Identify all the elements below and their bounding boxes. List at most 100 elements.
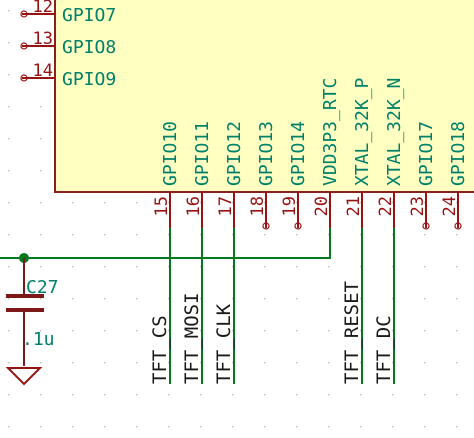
net-label[interactable]: TFT_DC [373,315,395,384]
net-label[interactable]: TFT_RESET [341,281,363,384]
pin-23-end [422,222,430,230]
grid-dot [424,234,426,236]
grid-dot [232,330,234,332]
grid-dot [40,42,42,44]
grid-dot [8,362,10,364]
pin-name: GPIO8 [62,37,116,58]
grid-dot [360,202,362,204]
grid-dot [104,234,106,236]
grid-dot [8,426,10,428]
ic-body[interactable] [54,0,474,193]
grid-dot [424,330,426,332]
grid-dot [424,394,426,396]
grid-dot [392,330,394,332]
pin-name: GPIO11 [192,121,213,186]
pin-name: XTAL_32K_N [384,78,405,186]
grid-dot [40,330,42,332]
power-wire[interactable] [0,228,331,259]
grid-dot [136,426,138,428]
grid-dot [200,234,202,236]
pin-name: GPIO12 [224,121,245,186]
grid-dot [168,266,170,268]
grid-dot [8,298,10,300]
grid-dot [8,330,10,332]
grid-dot [72,394,74,396]
grid-dot [232,234,234,236]
grid-dot [8,394,10,396]
grid-dot [360,298,362,300]
pin-number: 14 [33,61,53,81]
grid-dot [168,234,170,236]
pin-24-end [454,222,462,230]
capacitor-c27[interactable]: C27 .1u [6,258,59,366]
grid-dot [72,426,74,428]
grid-dot [104,266,106,268]
grid-dot [168,362,170,364]
grid-dot [72,330,74,332]
grid-dot [8,138,10,140]
grid-dot [72,362,74,364]
grid-dot [296,394,298,396]
grid-dot [200,362,202,364]
grid-dot [8,170,10,172]
grid-dot [264,234,266,236]
grid-dot [296,298,298,300]
pin-name: XTAL_32K_P [352,77,373,186]
grid-dot [72,234,74,236]
grid-dot [264,266,266,268]
grid-dot [424,362,426,364]
pin-name: GPIO7 [62,5,116,26]
net-label-group: TFT_CS TFT_MOSI TFT_CLK TFT_RESET TFT_DC [149,281,395,384]
grid-dot [328,394,330,396]
grid-dot [200,298,202,300]
grid-dot [72,298,74,300]
grid-dot [168,394,170,396]
grid-dot [296,362,298,364]
pin-12-end [20,10,28,18]
grid-dot [424,202,426,204]
grid-dot [296,426,298,428]
grid-dot [40,426,42,428]
grid-dot [8,106,10,108]
grid-dot [456,234,458,236]
pin-number: 17 [216,196,236,216]
grid-dot [104,426,106,428]
grid-dot [104,394,106,396]
grid-dot [200,394,202,396]
grid-dot [72,266,74,268]
grid-dot [232,394,234,396]
grid-dot [168,202,170,204]
pin-number: 18 [248,196,268,216]
grid-dot [232,426,234,428]
net-label[interactable]: TFT_CLK [213,303,235,384]
grid-dot [328,266,330,268]
grid-dot [264,426,266,428]
pin-number: 24 [440,196,460,216]
grid-dot [232,266,234,268]
pin-13-end [20,42,28,50]
grid-dot [296,266,298,268]
grid-dot [136,234,138,236]
pin-number: 13 [33,29,53,49]
pin-number: 16 [184,196,204,216]
grid-dot [264,298,266,300]
net-label[interactable]: TFT_MOSI [181,292,203,384]
grid-dot [40,74,42,76]
grid-dot [296,330,298,332]
grid-dot [104,298,106,300]
grid-dot [8,74,10,76]
grid-dot [424,266,426,268]
pin-name: GPIO10 [160,121,181,186]
pin-name: GPIO18 [448,121,469,186]
grid-dot [40,394,42,396]
grid-dot [40,266,42,268]
grid-dot [360,330,362,332]
pin-name: GPIO13 [256,121,277,186]
pin-18-end [262,222,270,230]
pin-number: 22 [376,196,396,216]
net-label[interactable]: TFT_CS [149,315,171,384]
grid-dot [232,298,234,300]
grid-dot [328,362,330,364]
pin-name: GPIO9 [62,69,116,90]
